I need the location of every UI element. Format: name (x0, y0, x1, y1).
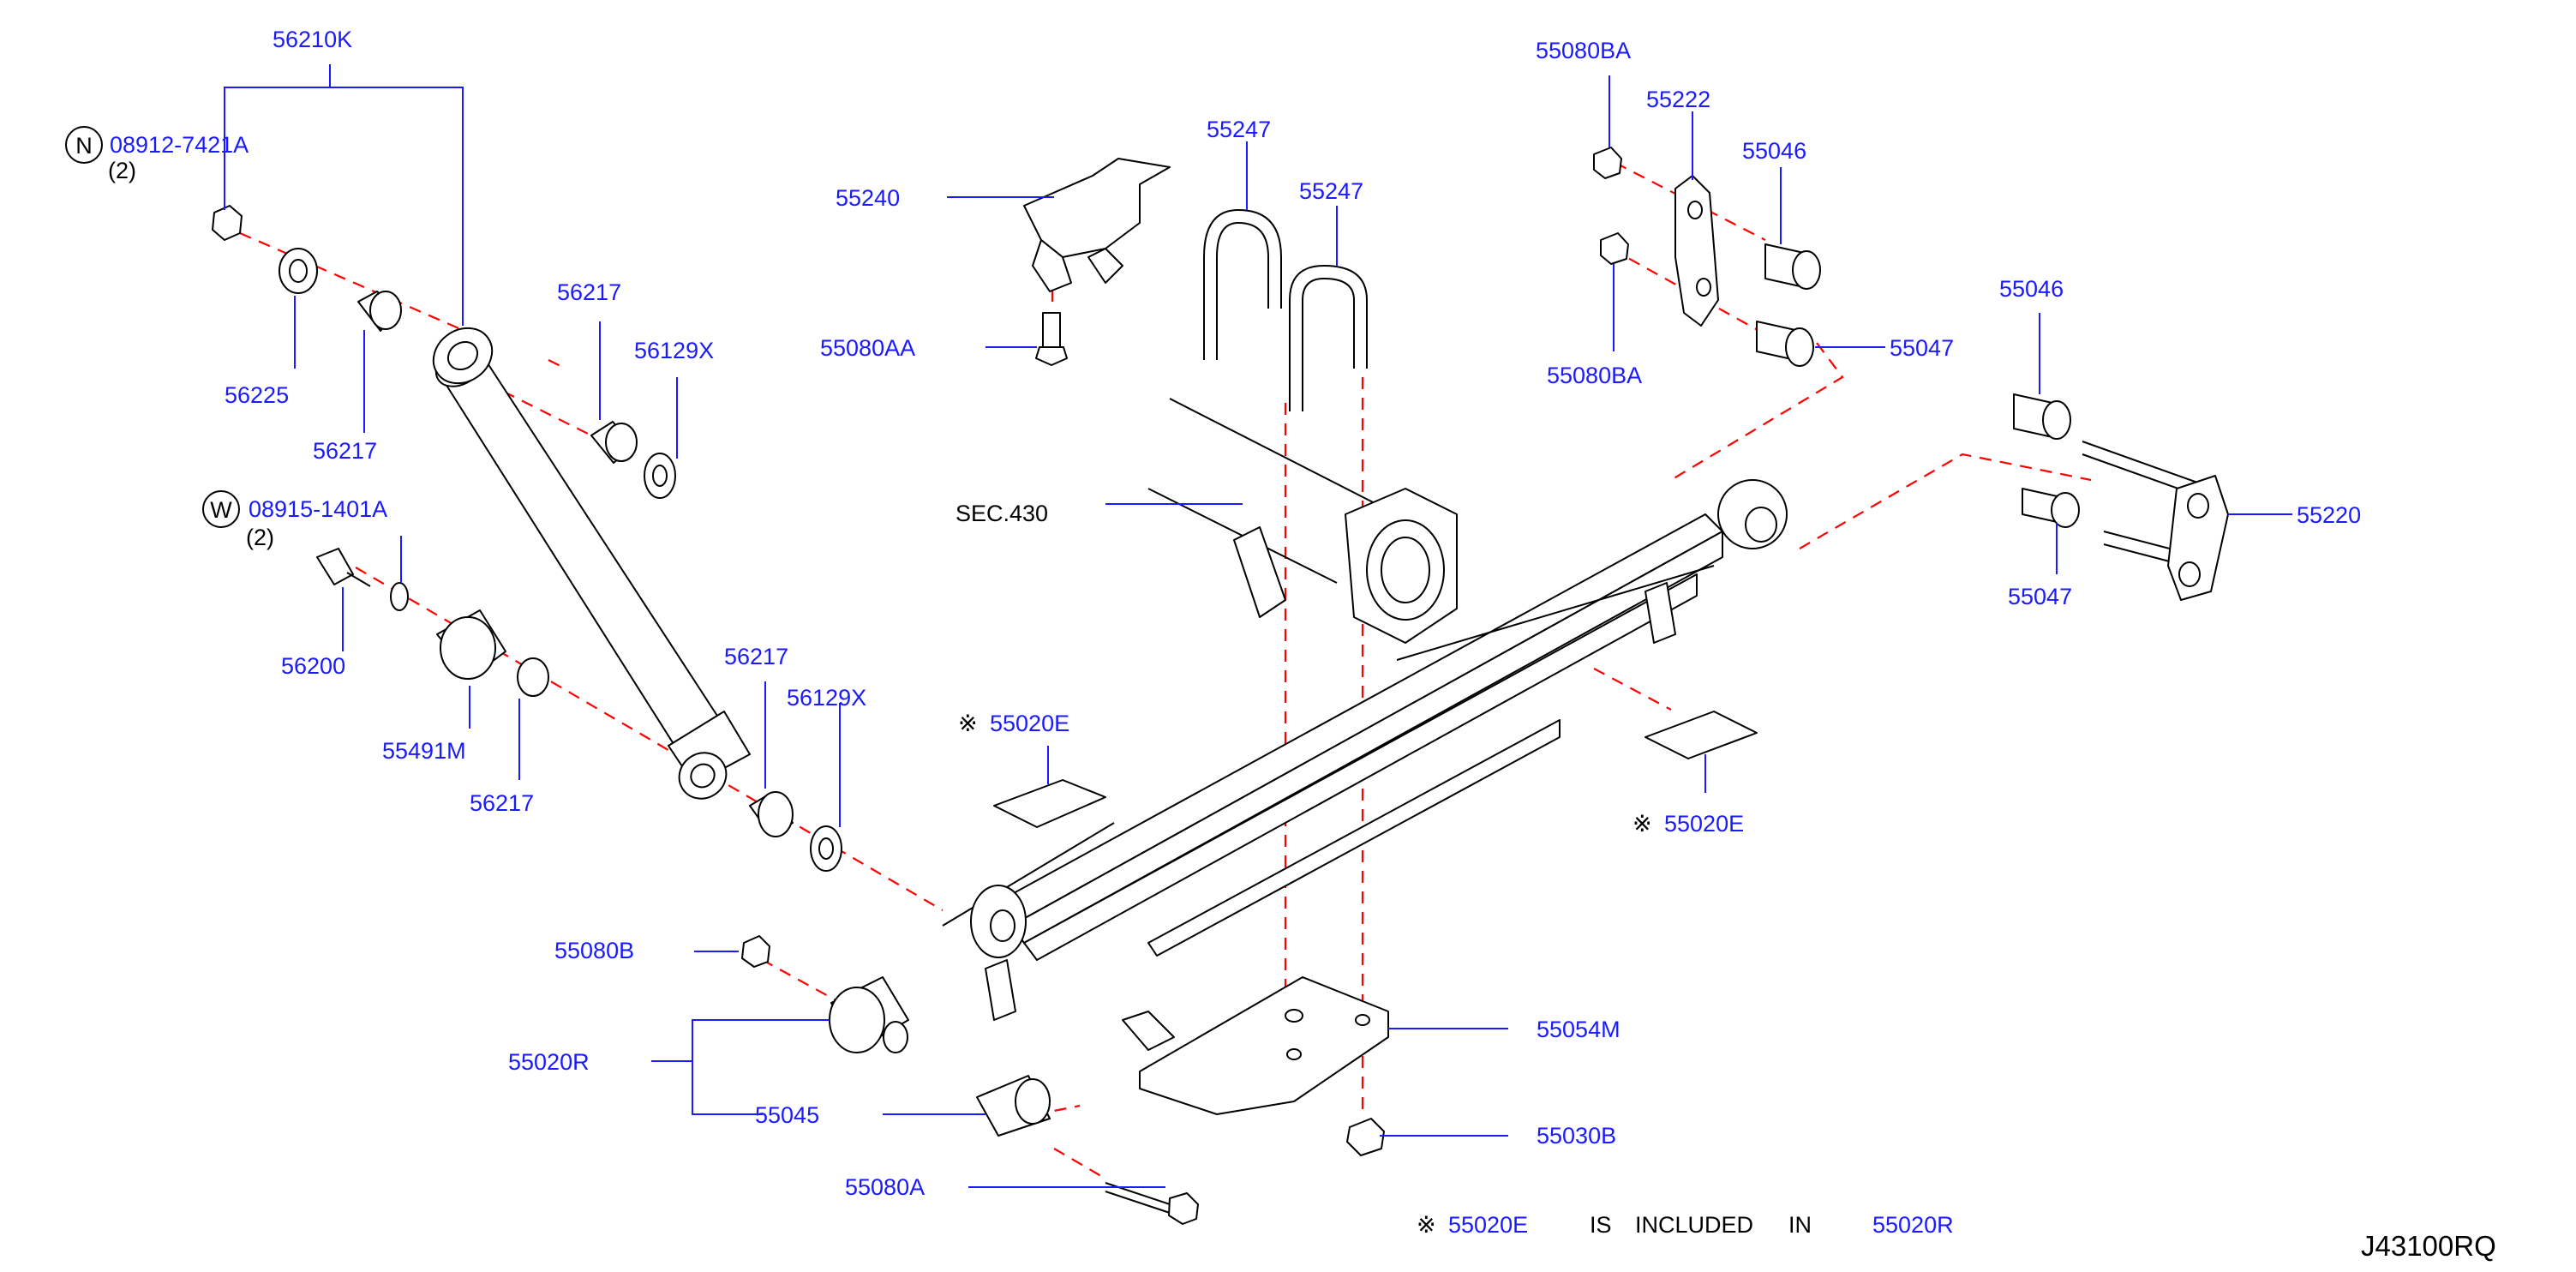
qty-w: (2) (246, 525, 274, 550)
part-labels: 56210K 08912-7421A (2) 56225 56217 56217… (108, 27, 2361, 1200)
label-08915-1401A[interactable]: 08915-1401A (249, 496, 387, 522)
note-symbol: ※ (1417, 1212, 1436, 1238)
label-55020R[interactable]: 55020R (508, 1049, 590, 1075)
n-symbol: N (75, 133, 93, 159)
note-target[interactable]: 55020R (1872, 1212, 1954, 1238)
label-55222[interactable]: 55222 (1646, 87, 1710, 112)
label-08912-7421A[interactable]: 08912-7421A (110, 132, 249, 158)
label-55045[interactable]: 55045 (755, 1102, 819, 1128)
label-55047-right[interactable]: 55047 (2008, 584, 2072, 609)
note-included: INCLUDED (1635, 1212, 1753, 1238)
label-55020E-left[interactable]: 55020E (990, 711, 1069, 736)
label-56210K[interactable]: 56210K (273, 27, 352, 52)
label-56129X-upper[interactable]: 56129X (634, 338, 714, 363)
label-55240[interactable]: 55240 (836, 185, 900, 211)
label-55046-top[interactable]: 55046 (1742, 138, 1806, 164)
leaf-spring (942, 479, 1788, 1021)
label-56217-lower-right[interactable]: 56217 (724, 644, 788, 669)
label-55046-right[interactable]: 55046 (1999, 276, 2064, 302)
rear-shackle-hardware (1593, 147, 2229, 601)
label-55220[interactable]: 55220 (2297, 502, 2361, 528)
label-56217-upper-left[interactable]: 56217 (313, 438, 377, 464)
label-55054M[interactable]: 55054M (1537, 1017, 1620, 1042)
w-symbol: W (210, 497, 232, 523)
qty-n: (2) (108, 158, 136, 183)
leader-lines (224, 64, 2292, 1188)
w-symbol-circle (202, 490, 240, 528)
spring-seat (1122, 976, 1389, 1115)
label-55247-left[interactable]: 55247 (1207, 117, 1271, 142)
label-56225[interactable]: 56225 (225, 382, 289, 408)
label-55080A[interactable]: 55080A (845, 1174, 925, 1200)
note-part[interactable]: 55020E (1448, 1212, 1528, 1238)
label-55020E-right[interactable]: 55020E (1664, 811, 1744, 837)
note-in: IN (1788, 1212, 1812, 1238)
u-bolts (1203, 208, 1368, 411)
label-sec430[interactable]: SEC.430 (956, 501, 1048, 526)
label-55247-right[interactable]: 55247 (1299, 178, 1363, 204)
label-55030B[interactable]: 55030B (1537, 1123, 1616, 1149)
label-55080BA-bottom[interactable]: 55080BA (1547, 363, 1642, 388)
label-56129X-lower[interactable]: 56129X (787, 685, 866, 711)
symbols: N W (65, 126, 240, 528)
spring-pads (993, 711, 1758, 828)
label-55047-top[interactable]: 55047 (1890, 335, 1954, 361)
lower-shock-hardware (316, 548, 842, 872)
inclusion-note: ※ 55020E IS INCLUDED IN 55020R (1417, 1212, 1954, 1238)
included-symbol-1: ※ (958, 711, 978, 736)
front-spring-eye (741, 935, 1385, 1225)
label-56200[interactable]: 56200 (281, 653, 345, 679)
label-55080AA[interactable]: 55080AA (820, 335, 915, 361)
label-56217-lower-left[interactable]: 56217 (470, 790, 534, 816)
label-55491M[interactable]: 55491M (382, 738, 466, 764)
n-symbol-circle (65, 126, 103, 164)
diagram-id: J43100RQ (2361, 1230, 2496, 1262)
bump-stopper-bracket (1023, 158, 1171, 366)
included-symbol-2: ※ (1632, 811, 1652, 837)
label-55080BA-top[interactable]: 55080BA (1536, 38, 1631, 63)
label-56217-upper-right[interactable]: 56217 (557, 279, 621, 305)
rear-axle (1147, 398, 1458, 644)
upper-shock-hardware (212, 205, 676, 499)
note-is: IS (1590, 1212, 1612, 1238)
shock-absorber (432, 327, 751, 800)
label-55080B[interactable]: 55080B (554, 938, 634, 963)
